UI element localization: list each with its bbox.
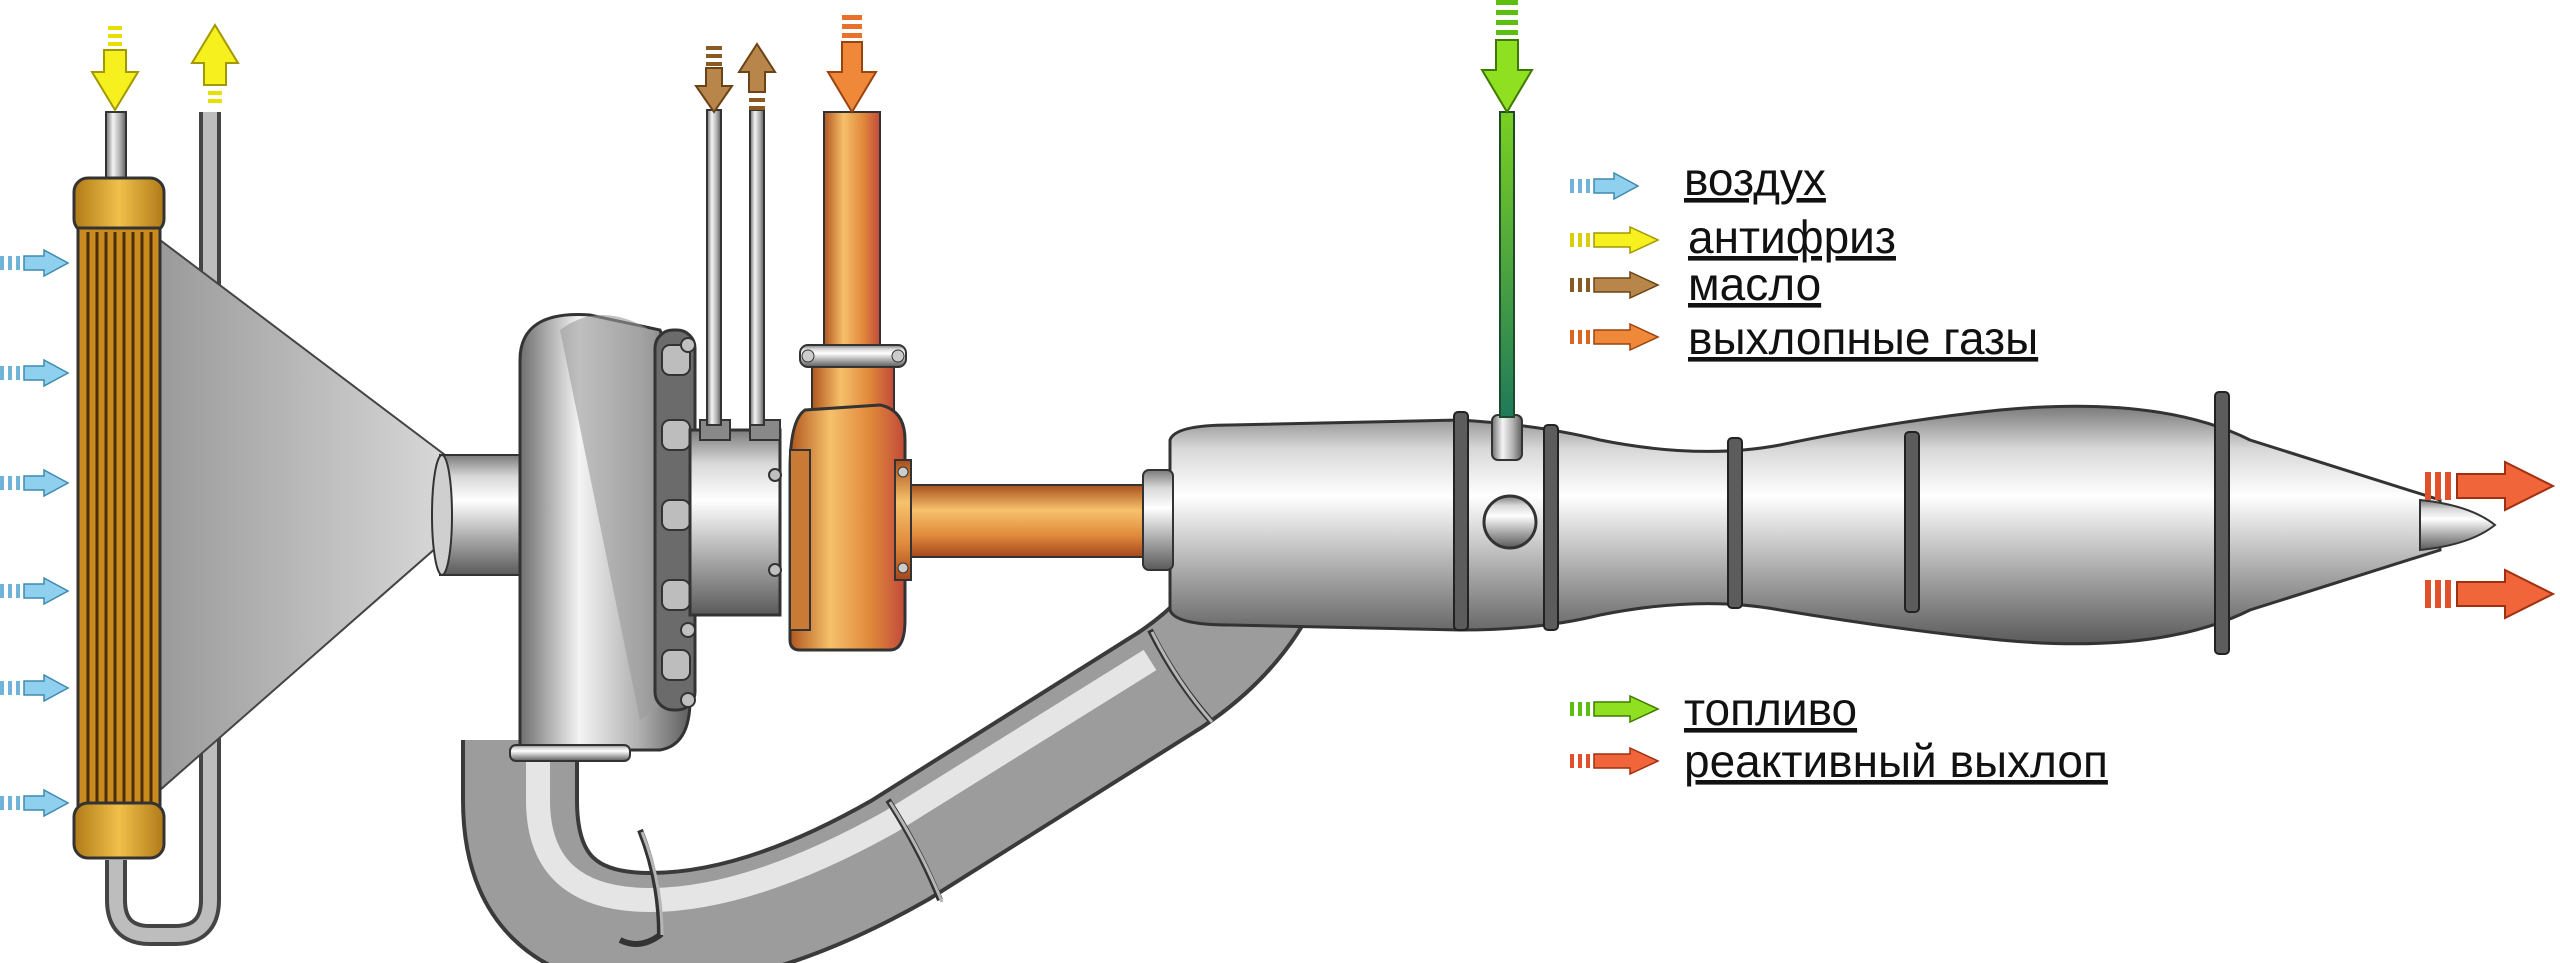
fuel-arrow-icon: [1569, 695, 1659, 723]
legend-item-air: воздух: [1569, 153, 1826, 205]
antifreeze-arrow-icon: [1569, 226, 1659, 254]
legend-label: выхлопные газы: [1688, 312, 2038, 364]
antifreeze-in-arrow-icon: [90, 26, 140, 112]
air-arrow-icon: [0, 577, 69, 605]
legend: воздух антифриз масло выхлопные газы топ…: [1569, 153, 2108, 787]
legend-item-antifreeze: антифриз: [1569, 211, 1896, 263]
legend-item-oil: масло: [1569, 258, 1821, 310]
fuel-in-arrow-icon: [1480, 0, 1534, 114]
legend-label: воздух: [1684, 153, 1826, 205]
air-arrow-icon: [0, 789, 69, 817]
air-arrow-icon: [0, 249, 69, 277]
jet-exhaust-arrow-icon: [2424, 569, 2554, 619]
oil-arrow-icon: [1569, 271, 1659, 299]
air-arrow-icon: [0, 469, 69, 497]
bypass-pipe: [461, 555, 1312, 963]
oil-out-arrow-icon: [737, 42, 777, 110]
fuel-line: [1499, 111, 1515, 418]
exhaust-arrow-icon: [1569, 323, 1659, 351]
radiator: [72, 111, 446, 946]
antifreeze-out-arrow-icon: [190, 23, 240, 103]
oil-in-arrow-icon: [694, 46, 734, 114]
combustion-chamber: [1142, 391, 2497, 655]
legend-item-jet-exhaust: реактивный выхлоп: [1569, 735, 2108, 787]
air-arrow-icon: [1569, 172, 1639, 200]
air-arrow-icon: [0, 674, 69, 702]
legend-label: реактивный выхлоп: [1684, 735, 2108, 787]
exhaust-turbine: [788, 111, 1147, 652]
compressor-inlet-duct: [431, 454, 521, 576]
oil-lines: [706, 109, 765, 426]
legend-label: топливо: [1684, 683, 1857, 735]
jet-exhaust-arrow-icon: [1569, 747, 1659, 775]
air-inlet-arrows: [0, 249, 69, 817]
legend-label: масло: [1688, 258, 1821, 310]
legend-item-fuel: топливо: [1569, 683, 1857, 735]
exhaust-in-arrow-icon: [826, 15, 878, 114]
legend-item-exhaust: выхлопные газы: [1569, 312, 2038, 364]
compressor-housing: [509, 313, 782, 762]
legend-label: антифриз: [1688, 211, 1896, 263]
air-arrow-icon: [0, 359, 69, 387]
